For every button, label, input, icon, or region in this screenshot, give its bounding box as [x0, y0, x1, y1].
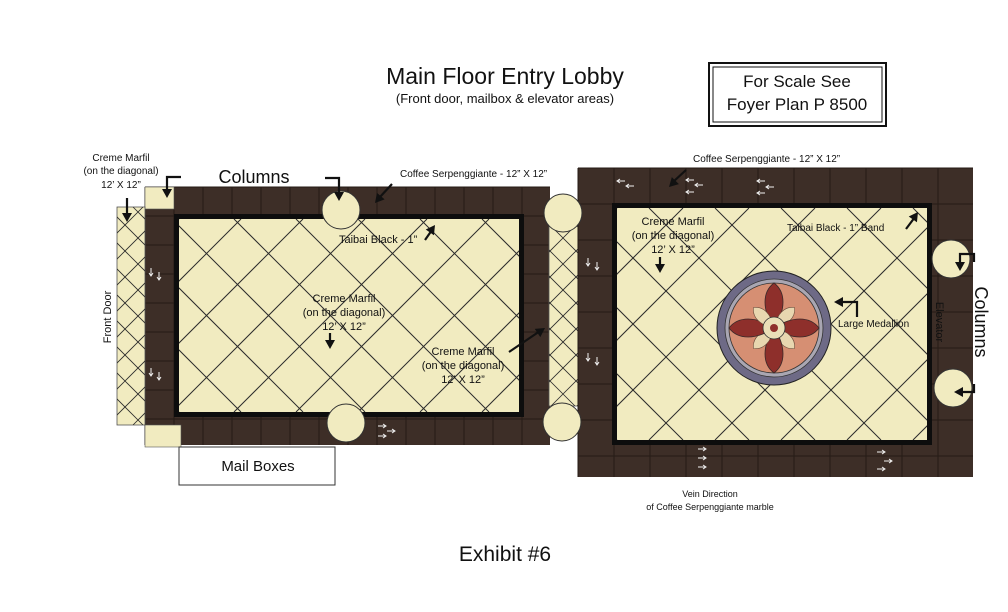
columns-label-right: Columns: [971, 286, 991, 357]
left-creme-diagonal-grid: [179, 219, 519, 412]
column-right-bottom: [933, 368, 973, 408]
scale-note-line1: For Scale See: [743, 72, 851, 91]
creme-door-label-3: 12’ X 12”: [101, 180, 141, 191]
connector-diagonal-grid: [549, 226, 579, 406]
creme-center-label-3: 12’ X 12”: [322, 321, 366, 333]
mail-boxes: Mail Boxes: [178, 446, 336, 486]
corner-tile-bottom: [144, 424, 182, 448]
creme-connector-label-1: Creme Marfil: [432, 346, 495, 358]
columns-label-left: Columns: [218, 167, 289, 187]
creme-right-label-1: Creme Marfil: [642, 216, 705, 228]
creme-center-label-2: (on the diagonal): [303, 307, 386, 319]
large-medallion: [716, 270, 832, 386]
medallion-label: Large Medallion: [838, 319, 909, 330]
column-connector-top: [543, 193, 583, 233]
vein-label-1: Vein Direction: [682, 489, 738, 499]
front-door-strip: Front Door: [102, 206, 146, 426]
creme-door-label-1: Creme Marfil: [92, 153, 149, 164]
scale-note-line2: Foyer Plan P 8500: [727, 95, 868, 114]
coffee-label-right: Coffee Serpenggiante - 12” X 12”: [693, 154, 840, 165]
band-label-right: Taibai Black - 1” Band: [787, 223, 884, 234]
exhibit-label: Exhibit #6: [459, 543, 551, 566]
left-room: [144, 186, 550, 448]
band-label-left: Taibai Black - 1”: [339, 234, 418, 246]
left-room-creme-field: [179, 219, 519, 412]
leader-arrows: [122, 169, 976, 397]
creme-connector-label-3: 12’ X 12”: [441, 374, 485, 386]
vein-label-2: of Coffee Serpenggiante marble: [646, 502, 773, 512]
elevator-label: Elevator: [933, 302, 945, 343]
column-left-top: [321, 190, 361, 230]
vein-direction-arrows: [148, 177, 893, 472]
column-left-bottom: [326, 403, 366, 443]
creme-right-label-3: 12’ X 12”: [651, 244, 695, 256]
creme-right-label-2: (on the diagonal): [632, 230, 715, 242]
front-door-diagonal-grid: [117, 207, 145, 425]
creme-door-label-2: (on the diagonal): [83, 166, 158, 177]
scale-note-box: For Scale See Foyer Plan P 8500: [708, 62, 887, 127]
diagram-title: Main Floor Entry Lobby: [386, 63, 624, 89]
creme-center-label-1: Creme Marfil: [313, 293, 376, 305]
column-connector-bottom: [542, 402, 582, 442]
right-room: [577, 167, 973, 477]
coffee-label-left: Coffee Serpenggiante - 12” X 12”: [400, 169, 547, 180]
creme-connector-label-2: (on the diagonal): [422, 360, 505, 372]
diagram-subtitle: (Front door, mailbox & elevator areas): [396, 91, 614, 106]
column-right-top: [931, 239, 971, 279]
front-door-label: Front Door: [102, 290, 114, 343]
mail-boxes-label: Mail Boxes: [221, 458, 294, 475]
